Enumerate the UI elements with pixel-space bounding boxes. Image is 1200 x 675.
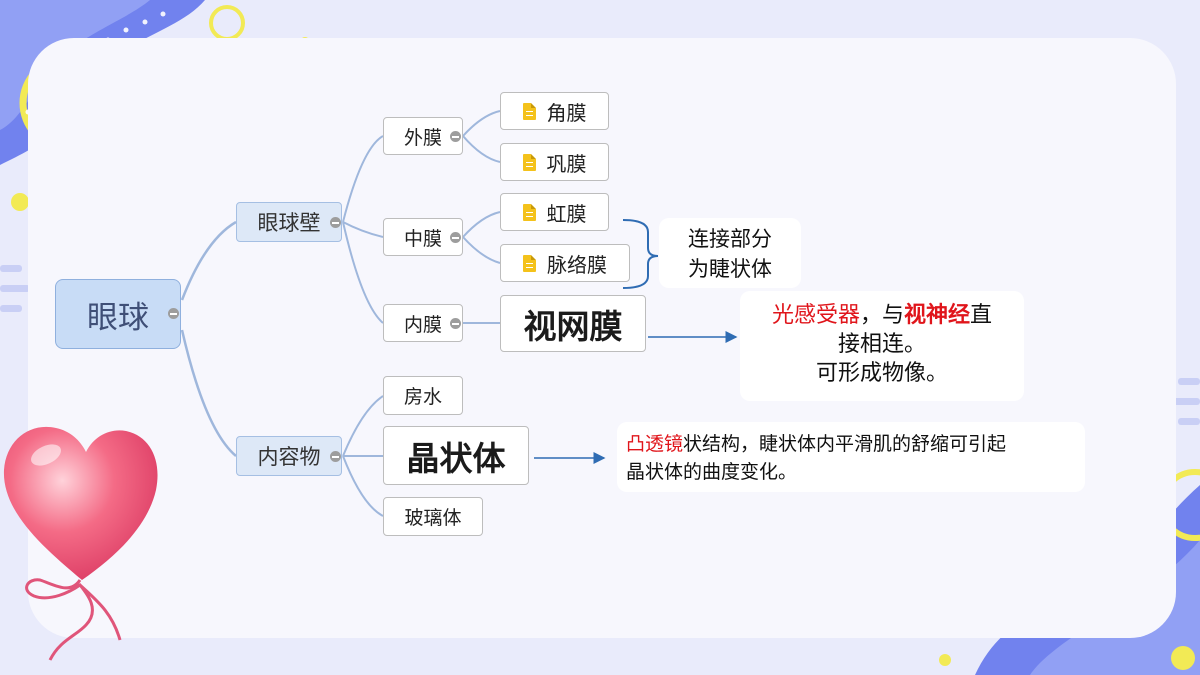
collapse-icon[interactable] <box>450 131 461 142</box>
link-outer-cornea <box>462 110 501 137</box>
collapse-icon[interactable] <box>450 232 461 243</box>
link-middle-choroid <box>462 236 501 264</box>
node-label: 外膜 <box>403 126 442 149</box>
node-label: 角膜 <box>546 100 587 125</box>
note-lens-function: 凸透镜状结构，睫状体内平滑肌的舒缩可引起 晶状体的曲度变化。 <box>617 422 1085 492</box>
node-eyeball-contents[interactable]: 内容物 <box>236 436 342 476</box>
note-line: 连接部分 <box>688 227 772 251</box>
file-icon <box>522 153 536 171</box>
link-wall-inner <box>342 221 384 324</box>
note-text: 状结构，睫状体内平滑肌的舒缩可引起 <box>683 433 1007 455</box>
root-node-eyeball[interactable]: 眼球 <box>55 279 181 349</box>
link-wall-outer <box>342 135 384 223</box>
collapse-icon[interactable] <box>330 217 341 228</box>
node-retina[interactable]: 视网膜 <box>500 295 646 352</box>
collapse-icon[interactable] <box>450 318 461 329</box>
note-line: 为睫状体 <box>688 257 772 281</box>
root-label: 眼球 <box>87 299 149 336</box>
top-left-wave-light <box>0 0 150 130</box>
link-root-wall <box>180 220 237 301</box>
file-icon <box>522 203 536 221</box>
link-wall-middle <box>342 221 384 238</box>
node-iris[interactable]: 虹膜 <box>500 193 609 231</box>
node-label: 内容物 <box>257 445 321 469</box>
link-outer-sclera <box>462 135 501 163</box>
yellow-dot <box>939 654 951 666</box>
note-line: 可形成物像。 <box>815 361 948 386</box>
note-line: 光感受器，与视神经直 <box>740 301 1024 330</box>
middle-layer-bracket <box>622 219 659 289</box>
note-retina-function: 光感受器，与视神经直 接相连。 可形成物像。 <box>740 291 1024 401</box>
note-line: 接相连。 <box>837 332 926 357</box>
node-sclera[interactable]: 巩膜 <box>500 143 609 181</box>
node-label: 玻璃体 <box>404 507 462 529</box>
yellow-dot <box>11 193 29 211</box>
node-cornea[interactable]: 角膜 <box>500 92 609 130</box>
link-contents-aqueous <box>342 395 384 457</box>
link-root-contents <box>180 329 237 457</box>
link-middle-iris <box>462 211 501 238</box>
node-label: 巩膜 <box>546 151 587 176</box>
node-label: 虹膜 <box>546 201 587 226</box>
node-choroid[interactable]: 脉络膜 <box>500 244 630 282</box>
node-aqueous-humor[interactable]: 房水 <box>383 376 463 415</box>
file-icon <box>522 102 536 120</box>
note-text: 直 <box>970 303 993 328</box>
highlight-convex-lens: 凸透镜 <box>626 433 684 455</box>
node-label: 眼球壁 <box>257 211 321 235</box>
bottom-right-wave-light <box>1030 540 1200 675</box>
collapse-icon[interactable] <box>330 451 341 462</box>
highlight-photoreceptor: 光感受器 <box>771 303 860 328</box>
heart-balloon <box>3 426 158 580</box>
file-icon <box>523 254 536 272</box>
node-vitreous-body[interactable]: 玻璃体 <box>383 497 483 536</box>
node-label: 中膜 <box>403 227 442 250</box>
yellow-dot <box>1171 646 1195 670</box>
node-lens[interactable]: 晶状体 <box>383 426 529 485</box>
node-label: 脉络膜 <box>547 252 607 277</box>
node-label: 房水 <box>403 386 442 408</box>
note-line: 凸透镜状结构，睫状体内平滑肌的舒缩可引起 <box>626 430 1085 458</box>
balloon-ribbon <box>25 578 122 661</box>
node-label: 内膜 <box>403 313 442 336</box>
note-ciliary-body: 连接部分 为睫状体 <box>659 218 801 288</box>
note-text: ，与 <box>859 303 904 328</box>
node-inner-layer[interactable]: 内膜 <box>383 304 463 342</box>
node-label: 视网膜 <box>523 306 623 346</box>
node-label: 晶状体 <box>406 438 506 478</box>
link-contents-vitreous <box>342 455 384 517</box>
collapse-icon[interactable] <box>168 308 179 319</box>
highlight-optic-nerve: 视神经 <box>904 303 971 328</box>
node-eyeball-wall[interactable]: 眼球壁 <box>236 202 342 242</box>
node-middle-layer[interactable]: 中膜 <box>383 218 463 256</box>
node-outer-layer[interactable]: 外膜 <box>383 117 463 155</box>
note-line: 晶状体的曲度变化。 <box>626 461 798 483</box>
